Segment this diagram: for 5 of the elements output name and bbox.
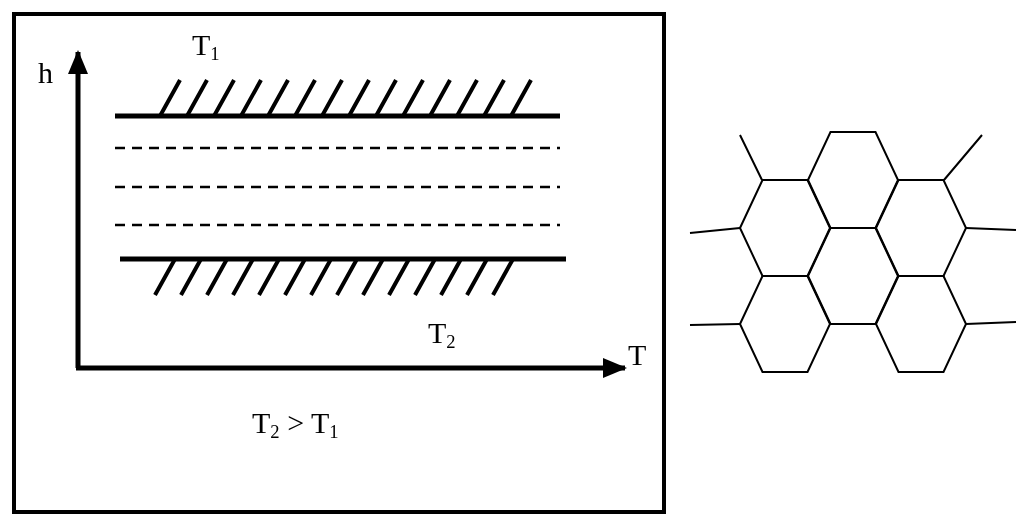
axis-label: T$_{1}$: [192, 30, 220, 64]
axis-label: T: [628, 340, 647, 370]
axis-label: T$_{2}$ > T$_{1}$: [252, 408, 339, 442]
axis-label: h: [38, 58, 53, 88]
axis-label: T$_{2}$: [428, 318, 456, 352]
